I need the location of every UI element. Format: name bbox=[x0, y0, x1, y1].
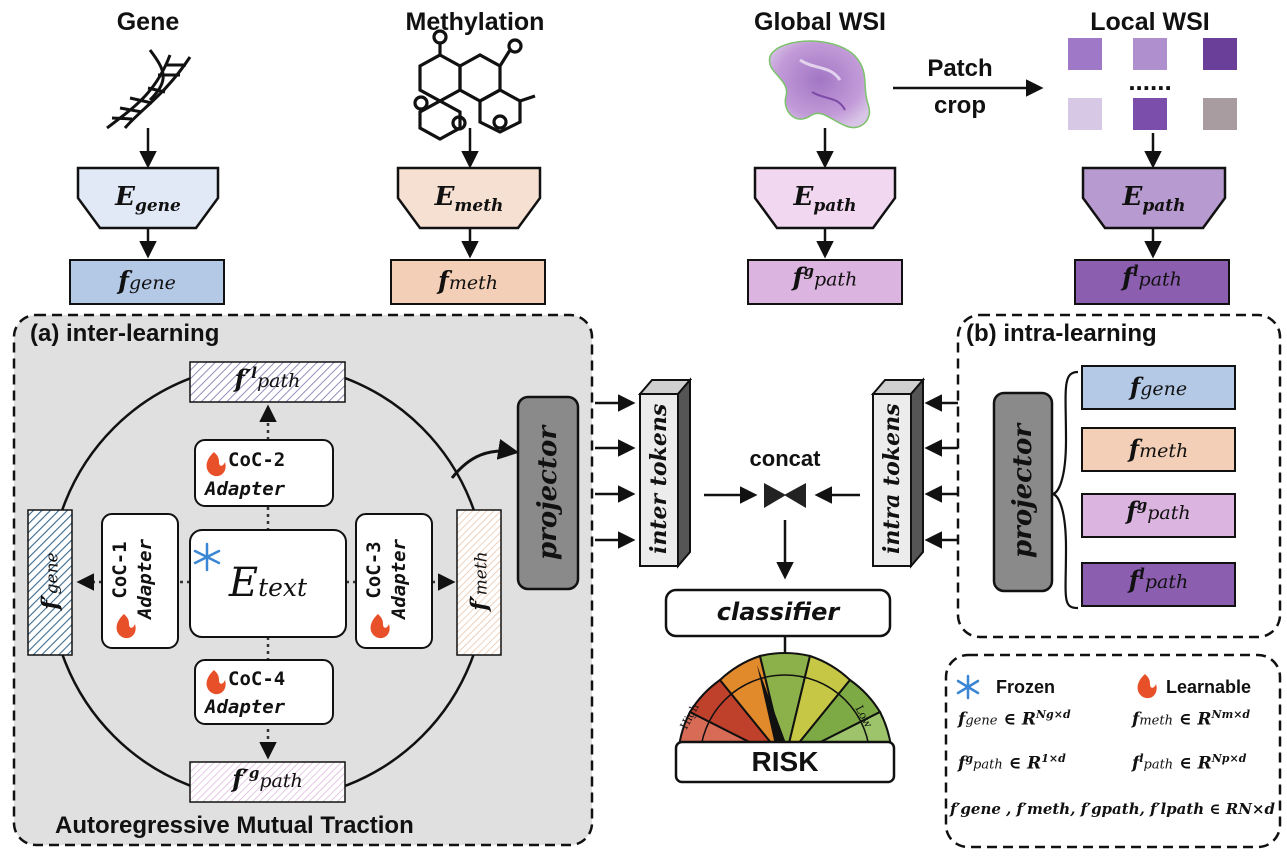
local-wsi-header: Local WSI bbox=[1090, 8, 1210, 36]
intra-path-g-box bbox=[1081, 493, 1236, 538]
crop-label: crop bbox=[933, 92, 986, 119]
intra-tokens-label: intra tokens bbox=[879, 403, 905, 554]
meth-to-projector-arrow bbox=[450, 438, 520, 479]
meth-feature-box bbox=[390, 259, 546, 305]
intra-meth-label: fmeth bbox=[1128, 434, 1189, 463]
text-encoder-box bbox=[189, 529, 347, 638]
intra-meth-box bbox=[1081, 427, 1236, 472]
global-wsi-header: Global WSI bbox=[754, 8, 886, 36]
flame-icon bbox=[206, 452, 226, 477]
snowflake-icon bbox=[193, 542, 221, 572]
inter-tokens-label: inter tokens bbox=[646, 403, 672, 554]
coc1-label: Adapter bbox=[134, 538, 156, 620]
intra-path-l-box bbox=[1081, 562, 1236, 607]
intra-token-arrows bbox=[924, 394, 960, 549]
classifier-box bbox=[664, 588, 892, 638]
legend-flame-icon bbox=[1137, 674, 1157, 699]
local-wsi-patches bbox=[1068, 38, 1237, 130]
patch-dots: ...... bbox=[1128, 66, 1172, 96]
path-local-encoder-label: Epath bbox=[1122, 182, 1186, 217]
projector-left-label: projector bbox=[533, 425, 563, 561]
flame-icon bbox=[370, 614, 390, 639]
top-arrows bbox=[139, 128, 1162, 259]
flame-icon bbox=[116, 614, 136, 639]
legend-frozen: Frozen bbox=[996, 677, 1056, 697]
inter-tokens-bar bbox=[637, 377, 693, 569]
meth-encoder bbox=[396, 166, 542, 230]
meth-feature-label: fmeth bbox=[438, 266, 498, 295]
projector-right-box bbox=[992, 391, 1054, 593]
coc2-label: Adapter bbox=[205, 478, 286, 500]
coc3-label: Adapter bbox=[388, 538, 410, 620]
coc1-adapter-box bbox=[101, 513, 179, 649]
risk-gauge bbox=[674, 652, 896, 784]
path-global-feature-box bbox=[747, 259, 903, 305]
intra-gene-label: fgene bbox=[1129, 372, 1188, 401]
concat-icon bbox=[764, 483, 806, 508]
molecule-icon bbox=[413, 29, 536, 141]
path-local-encoder bbox=[1081, 166, 1227, 230]
legend-eq-meth: fmeth ∈ RNm×d bbox=[1132, 708, 1251, 730]
right-hatched-box bbox=[456, 509, 502, 656]
global-wsi-image bbox=[768, 40, 871, 129]
left-hatched-box bbox=[27, 509, 73, 656]
coc3-name: CoC-3 bbox=[363, 541, 385, 599]
risk-label: RISK bbox=[751, 746, 819, 777]
intra-path-l-label: flpath bbox=[1128, 565, 1189, 594]
projector-left-box bbox=[516, 395, 580, 591]
left-feature-label: f′gene bbox=[37, 552, 64, 610]
coc4-adapter-box bbox=[194, 659, 334, 725]
path-local-feature-label: flpath bbox=[1122, 262, 1182, 292]
projector-right-label: projector bbox=[1008, 423, 1038, 559]
coc1-name: CoC-1 bbox=[109, 541, 131, 599]
legend-eq-all: f′gene , f′meth, f′gpath, f′lpath ∈ RN×d bbox=[950, 800, 1275, 818]
gene-encoder bbox=[76, 166, 220, 230]
inter-token-arrows bbox=[595, 394, 636, 549]
legend-panel bbox=[944, 653, 1282, 849]
coc4-label: Adapter bbox=[205, 696, 286, 718]
meth-encoder-label: Emeth bbox=[434, 182, 504, 217]
intra-tokens-bar bbox=[870, 377, 926, 569]
text-encoder-label: Etext bbox=[228, 560, 308, 606]
coc4-name: CoC-4 bbox=[228, 668, 286, 690]
top-hatched-box bbox=[189, 361, 346, 403]
intra-gene-box bbox=[1081, 365, 1236, 410]
brace bbox=[1051, 370, 1079, 610]
patch-label: Patch bbox=[927, 55, 993, 82]
intra-path-g-label: fgpath bbox=[1126, 496, 1191, 525]
coc2-name: CoC-2 bbox=[228, 449, 286, 471]
path-global-encoder bbox=[753, 166, 897, 230]
legend-eq-path-g: fgpath ∈ R1×d bbox=[958, 752, 1066, 774]
methylation-header: Methylation bbox=[405, 8, 545, 36]
dna-icon bbox=[106, 49, 192, 130]
bottom-feature-label: f′gpath bbox=[232, 764, 303, 793]
top-feature-label: f′lpath bbox=[234, 364, 301, 393]
legend-eq-gene: fgene ∈ RNg×d bbox=[958, 708, 1071, 730]
inter-learning-caption: Autoregressive Mutual Traction bbox=[55, 812, 414, 839]
path-local-feature-box bbox=[1074, 259, 1230, 305]
coc3-adapter-box bbox=[355, 513, 433, 649]
legend-eq-path-l: flpath ∈ RNp×d bbox=[1132, 752, 1247, 774]
gene-feature-label: fgene bbox=[118, 266, 176, 295]
legend-learnable: Learnable bbox=[1166, 677, 1252, 697]
path-global-feature-label: fgpath bbox=[792, 262, 858, 292]
right-feature-label: f′meth bbox=[466, 551, 493, 611]
gene-feature-box bbox=[69, 259, 225, 305]
classifier-label: classifier bbox=[716, 598, 840, 626]
coc2-adapter-box bbox=[194, 439, 334, 507]
gene-header: Gene bbox=[116, 8, 180, 36]
flame-icon bbox=[206, 670, 226, 695]
path-global-encoder-label: Epath bbox=[793, 182, 857, 217]
intra-learning-title: (b) intra-learning bbox=[966, 320, 1157, 347]
concat-label: concat bbox=[749, 446, 821, 471]
legend-snowflake-icon bbox=[956, 674, 980, 700]
bottom-hatched-box bbox=[189, 761, 346, 803]
gene-encoder-label: Egene bbox=[115, 182, 181, 217]
concat-arrows bbox=[704, 486, 860, 676]
inter-learning-title: (a) inter-learning bbox=[30, 320, 220, 347]
